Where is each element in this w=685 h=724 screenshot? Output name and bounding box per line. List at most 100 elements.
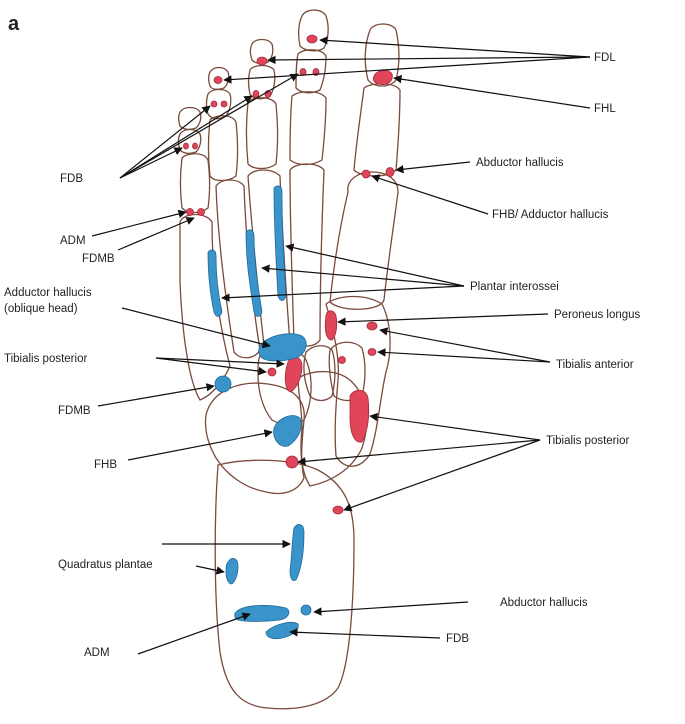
fdb-insertion-toe4-b (220, 100, 228, 108)
fhl-insertion-mark (372, 70, 393, 85)
plantar-interosseus-met4-band (207, 249, 223, 317)
toe-3-proximal-phalanx-outline (245, 97, 279, 170)
abductor-hallucis-top-arrow (395, 161, 471, 174)
label-fdmb-bottom: FDMB (58, 405, 91, 417)
navicular-outline (297, 371, 368, 487)
adm-bottom-arrow (137, 612, 251, 655)
label-fdb-bottom: FDB (446, 633, 469, 645)
label-abductor-hallucis-top: Abductor hallucis (476, 157, 564, 169)
insertion-marks-blue (207, 185, 312, 640)
fdb-bottom-arrow (289, 628, 441, 639)
abductor-hallucis-origin-mark (300, 604, 312, 616)
tibialis-posterior-right-arrow-1 (369, 412, 541, 441)
fdb-origin-mark (265, 622, 299, 640)
label-adm-top: ADM (60, 235, 86, 247)
toe-5-proximal-phalanx-outline (179, 153, 211, 214)
label-fdmb-top: FDMB (82, 253, 115, 265)
adductor-oblique-arrow (121, 307, 271, 349)
label-adductor-hallucis-oblique-1: Adductor hallucis (4, 287, 92, 299)
adm-top-arrow (91, 209, 187, 237)
plantar-interossei-arrow-3 (221, 285, 465, 302)
tibialis-posterior-talus-mark (285, 455, 299, 469)
panel-letter: a (8, 13, 20, 35)
fdl-insertion-toe3 (256, 56, 268, 66)
fdb-insertion-toe3-a (252, 90, 260, 98)
fhb-arrow (127, 429, 273, 461)
label-plantar-interossei: Plantar interossei (470, 281, 559, 293)
tibialis-anterior-mark-b (367, 348, 377, 356)
talus-outline (204, 382, 305, 495)
fhl-arrow (393, 74, 591, 109)
adductor-hallucis-oblique-mark (258, 333, 307, 362)
tibialis-anterior-mark-c (338, 356, 346, 364)
label-adm-bottom: ADM (84, 647, 110, 659)
plantar-interossei-arrow-2 (261, 264, 465, 287)
abductor-hallucis-bottom-arrow (313, 601, 469, 616)
tibialis-posterior-right-arrow-3 (343, 439, 541, 512)
tibialis-posterior-small-mark (267, 367, 277, 377)
adm-insertion-mark-b (197, 208, 205, 216)
quadratus-plantae-lateral-mark (225, 558, 239, 585)
adm-insertion-mark-a (186, 208, 194, 216)
tibialis-posterior-sustentaculum-mark (332, 505, 344, 515)
label-peroneus-longus: Peroneus longus (554, 309, 641, 321)
adm-origin-mark (234, 604, 290, 622)
tibialis-anterior-arrow-1 (379, 327, 551, 363)
toe-5-distal-phalanx-outline (177, 106, 202, 130)
label-tibialis-posterior-right: Tibialis posterior (546, 435, 629, 447)
plantar-interosseus-met2-band (273, 185, 287, 301)
fdb-insertion-toe5-b (192, 142, 198, 150)
calcaneus-outline (214, 459, 355, 710)
metatarsal-2-outline (289, 163, 325, 347)
label-fhb: FHB (94, 459, 117, 471)
label-fhb-adductor-hallucis: FHB/ Adductor hallucis (492, 209, 609, 221)
tibialis-anterior-mark-a (366, 321, 378, 331)
fdl-insertion-toe4 (213, 76, 223, 84)
label-fhl: FHL (594, 103, 616, 115)
label-tibialis-anterior: Tibialis anterior (556, 359, 634, 371)
medial-cuneiform-outline (325, 295, 391, 467)
toe-4-proximal-phalanx-outline (207, 115, 239, 182)
tibialis-posterior-right-arrow-2 (297, 439, 541, 466)
fdb-top-arrow-2 (119, 95, 253, 179)
fdl-arrow-1 (319, 36, 591, 58)
tibialis-posterior-left-arrow-2 (155, 357, 285, 368)
hallux-proximal-phalanx-outline (353, 83, 401, 177)
origin-marks-red (183, 34, 395, 515)
plantar-interosseus-met3-band (245, 229, 263, 317)
label-quadratus-plantae: Quadratus plantae (58, 559, 153, 571)
metatarsal-5-outline (179, 213, 231, 401)
fdb-insertion-toe5-a (183, 142, 189, 150)
toe-2-proximal-phalanx-outline (289, 91, 327, 166)
quadratus-plantae-arrow-2 (195, 565, 225, 575)
toe-2-distal-phalanx-outline (298, 9, 329, 52)
tibialis-posterior-cuboid-mark (284, 356, 303, 393)
label-fdl: FDL (594, 52, 616, 64)
fdl-insertion-toe2 (306, 34, 318, 44)
fdb-top-arrow-4 (119, 147, 183, 179)
pointer-lines (91, 36, 591, 655)
label-fdb-top: FDB (60, 173, 83, 185)
fdb-top-arrow-1 (119, 73, 299, 179)
fhb-adductor-insertion-mark (361, 169, 371, 179)
tibialis-posterior-left-arrow-1 (155, 357, 267, 376)
fdmb-origin-mark (214, 375, 232, 393)
fdl-arrow-2 (267, 55, 591, 65)
label-adductor-hallucis-oblique-2: (oblique head) (4, 303, 78, 315)
metatarsal-1-outline (329, 171, 399, 310)
peroneus-longus-arrow (337, 313, 549, 326)
fdb-insertion-toe4-a (210, 100, 218, 108)
fdmb-bottom-arrow (97, 383, 215, 407)
fdl-arrow-3 (223, 56, 591, 84)
abductor-hallucis-insertion-mark (385, 167, 395, 177)
toe-4-distal-phalanx-outline (207, 66, 230, 90)
label-abductor-hallucis-bottom: Abductor hallucis (500, 597, 588, 609)
tibialis-posterior-navicular-mark (349, 389, 370, 443)
label-tibialis-posterior-left: Tibialis posterior (4, 353, 87, 365)
quadratus-plantae-medial-mark (289, 524, 305, 581)
labels: FDL FHL FDB Abductor hallucis FHB/ Adduc… (4, 52, 641, 659)
fhb-adductor-arrow (371, 174, 489, 215)
fdmb-top-arrow (117, 217, 195, 251)
lateral-cuneiform-outline (303, 345, 336, 402)
